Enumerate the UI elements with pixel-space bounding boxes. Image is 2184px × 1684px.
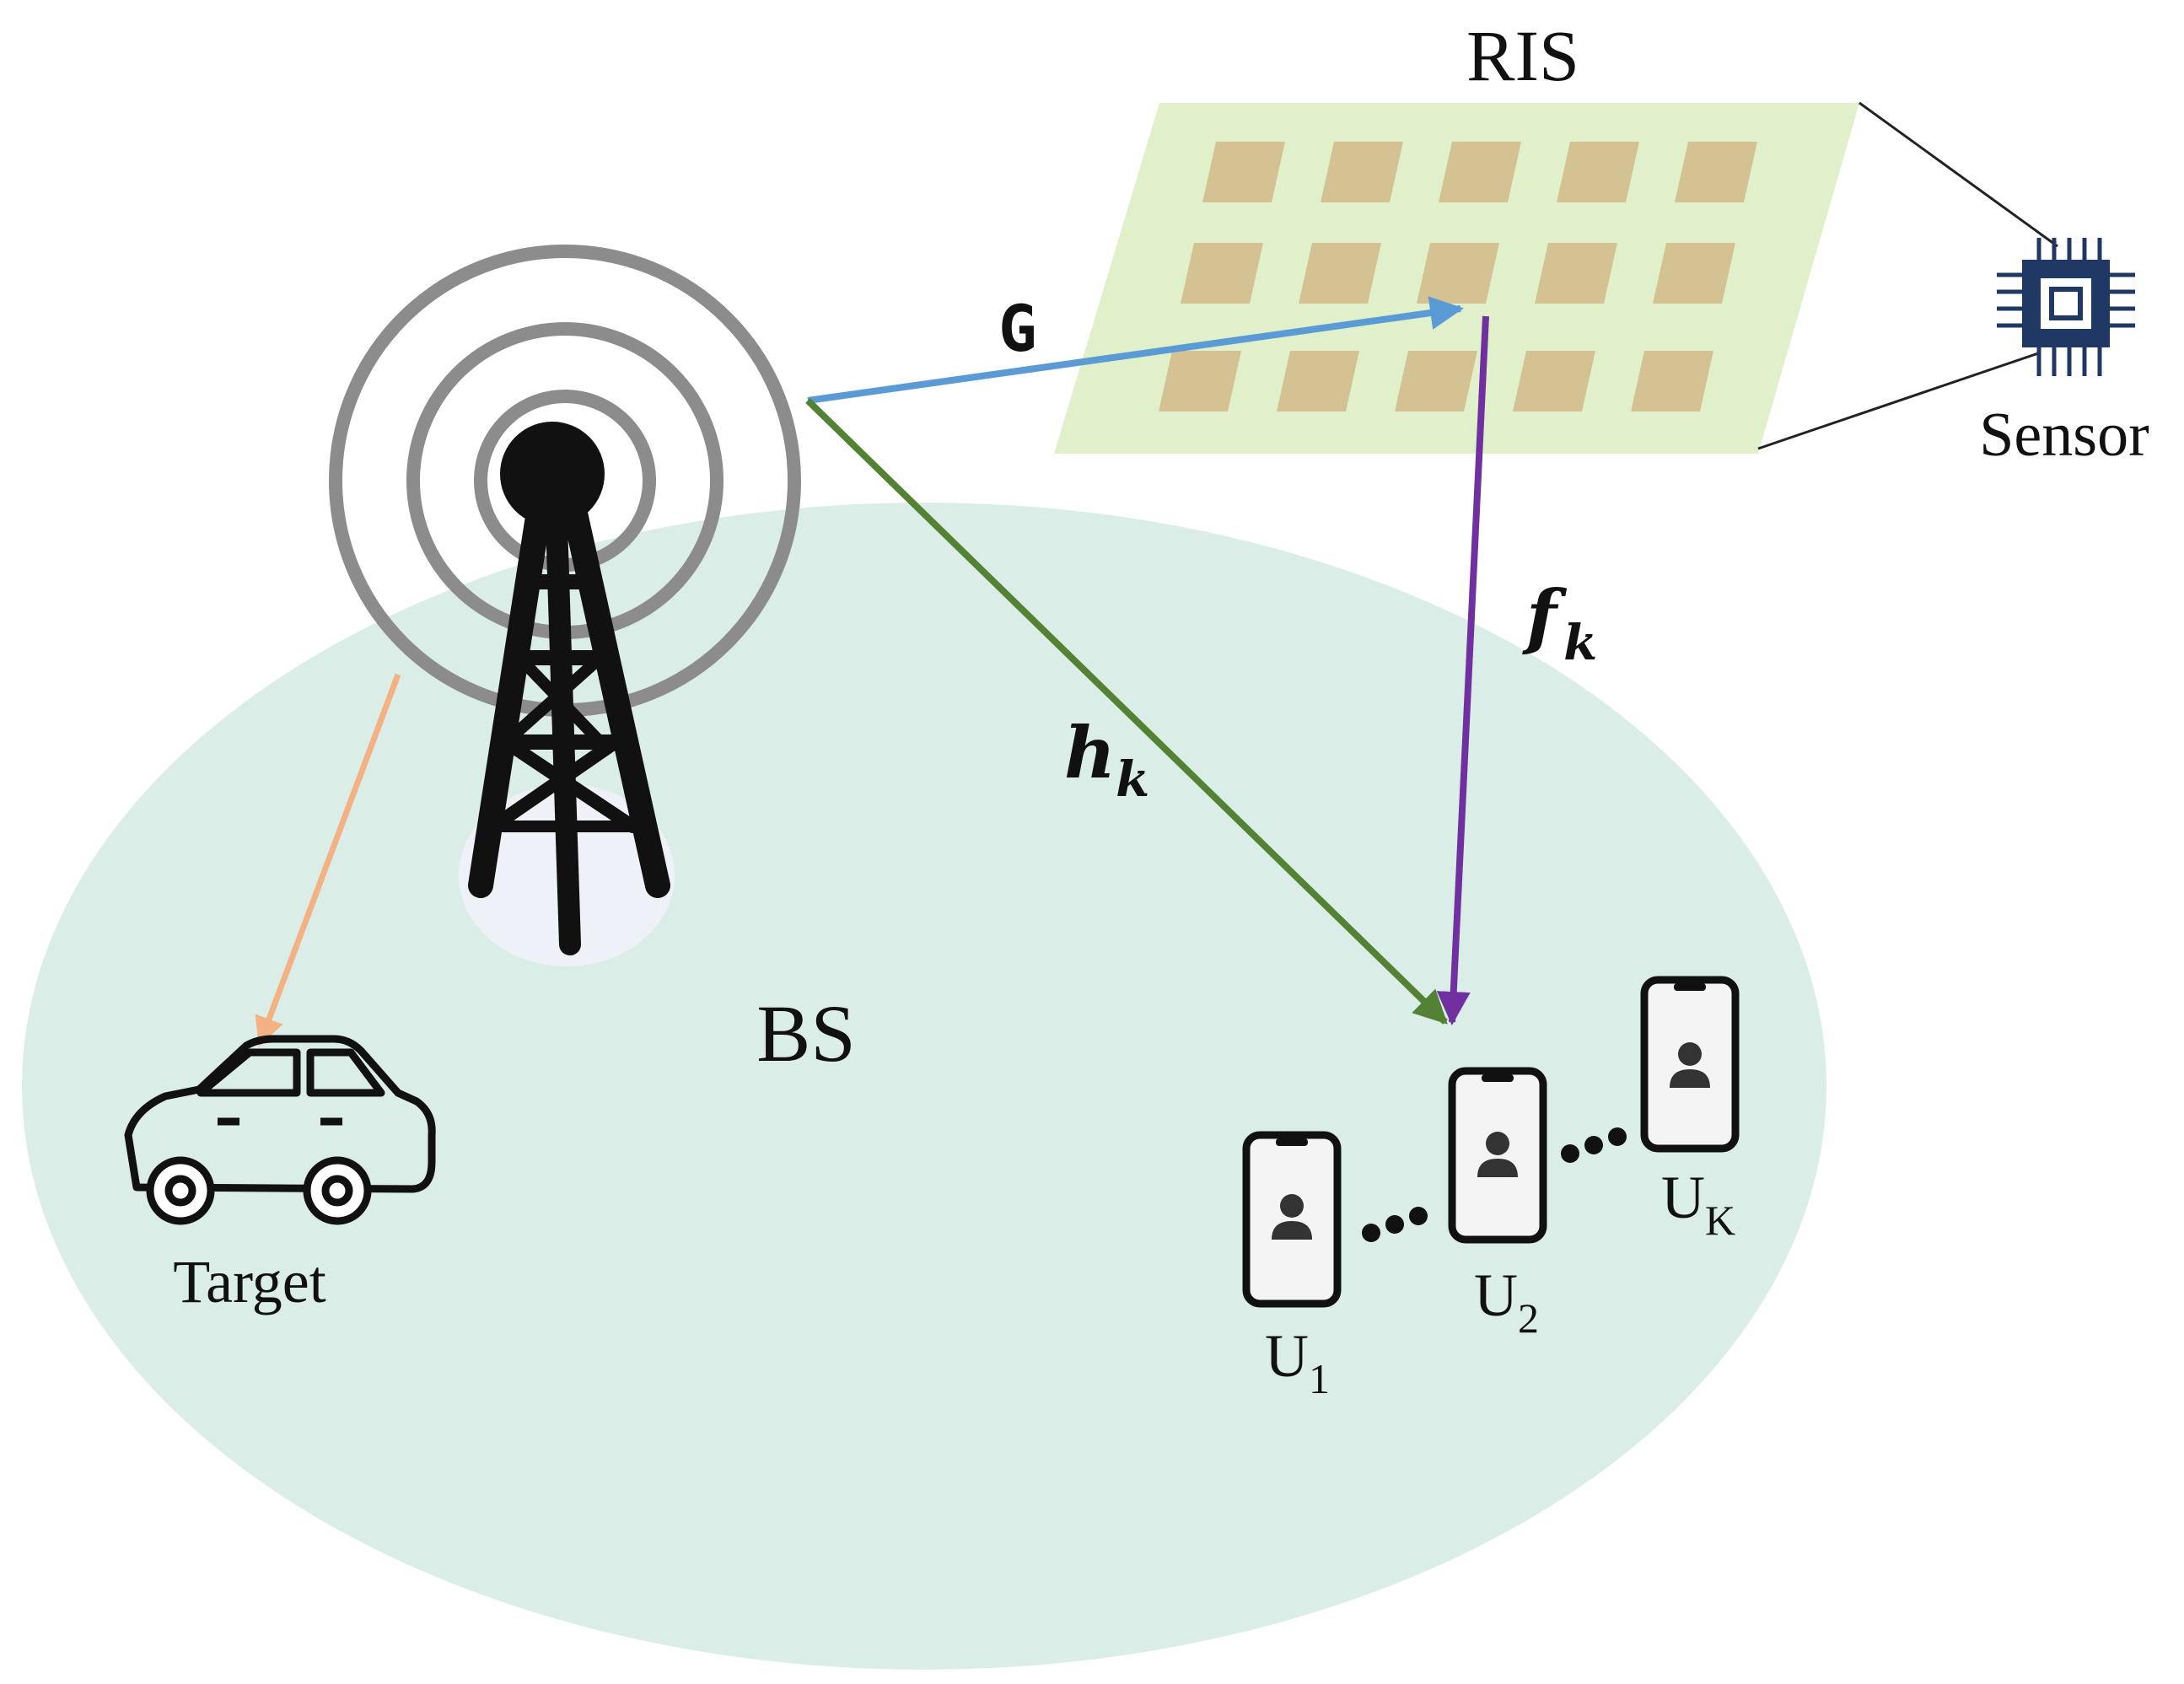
link-target-arrow xyxy=(255,673,401,1047)
channel-h-base: h xyxy=(1064,711,1116,794)
channel-h-label: hk xyxy=(1064,711,1149,808)
ris-panel xyxy=(1054,103,1859,454)
ris-elements xyxy=(1159,142,1757,412)
chip-icon xyxy=(1997,238,2135,376)
ellipsis-dots xyxy=(1362,1127,1627,1242)
target-label: Target xyxy=(173,1248,326,1315)
antenna-tower-icon xyxy=(459,422,675,966)
car-icon xyxy=(124,1035,436,1225)
phone-icon xyxy=(1640,976,1740,1153)
channel-f-base: f xyxy=(1522,574,1568,658)
ris-label: RIS xyxy=(1466,15,1579,96)
link-f-arrow xyxy=(1436,315,1489,1025)
coverage-area xyxy=(22,503,1826,1670)
user-label-1: U1 xyxy=(1265,1322,1330,1402)
user-icon xyxy=(1670,1042,1710,1088)
link-g-arrow xyxy=(807,296,1464,404)
channel-f-sub: k xyxy=(1563,614,1597,671)
ris-sensor-connector-bottom xyxy=(1757,351,2041,450)
bs-label: BS xyxy=(756,988,855,1079)
sensor-label: Sensor xyxy=(1979,401,2149,470)
user-icon xyxy=(1272,1194,1312,1240)
phone-icon xyxy=(1448,1067,1547,1244)
user-label-k: UK xyxy=(1661,1164,1735,1244)
link-h-arrow xyxy=(805,398,1448,1025)
phone-icon xyxy=(1242,1131,1342,1308)
user-label-2: U2 xyxy=(1474,1262,1539,1342)
ris-sensor-connector-top xyxy=(1859,101,2058,248)
channel-h-sub: k xyxy=(1116,751,1149,808)
user-icon xyxy=(1477,1132,1518,1177)
channel-g-label: G xyxy=(998,291,1037,366)
